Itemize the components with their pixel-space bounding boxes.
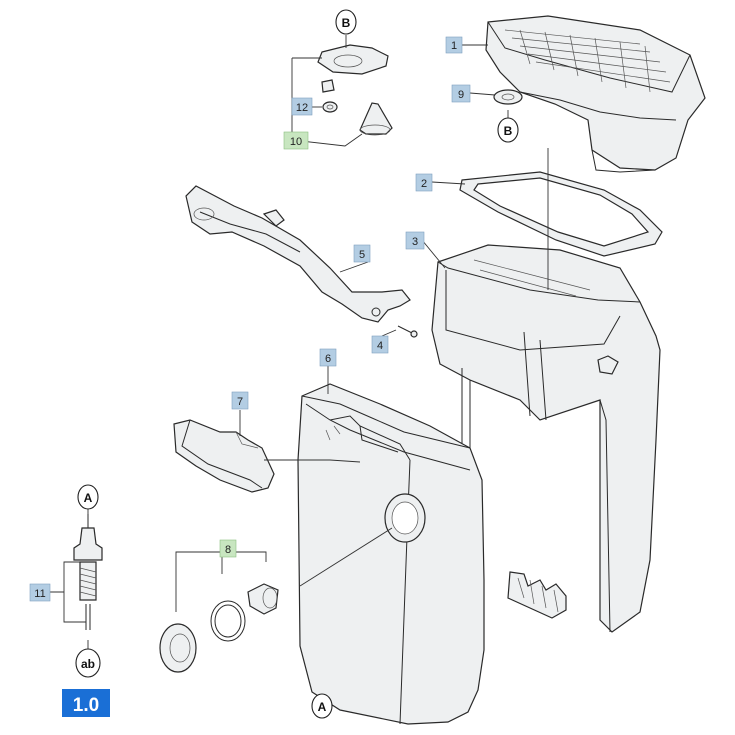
part-8-outlet-assembly (159, 583, 279, 673)
part-tag-10[interactable]: 10 (283, 131, 309, 150)
svg-text:9: 9 (458, 89, 464, 101)
part-11-valve (73, 514, 103, 630)
part-tag-3[interactable]: 3 (405, 231, 425, 250)
svg-text:3: 3 (412, 236, 418, 248)
svg-text:5: 5 (359, 249, 365, 261)
connector-marker-a-valve: A (77, 484, 99, 510)
svg-text:B: B (342, 16, 351, 30)
part-tag-4[interactable]: 4 (371, 335, 389, 354)
svg-text:6: 6 (325, 353, 331, 365)
svg-text:11: 11 (34, 588, 45, 600)
part-2-gasket (459, 171, 663, 257)
svg-text:10: 10 (290, 136, 302, 148)
part-10-cover-assembly (317, 44, 393, 136)
part-tag-12[interactable]: 12 (291, 97, 313, 116)
part-4-screw (397, 325, 418, 338)
svg-text:ab: ab (81, 657, 95, 671)
part-tag-6[interactable]: 6 (319, 348, 337, 367)
part-12-nut (322, 101, 338, 113)
svg-text:A: A (318, 700, 327, 714)
part-tag-9[interactable]: 9 (451, 84, 471, 103)
svg-text:2: 2 (421, 178, 427, 190)
svg-text:1: 1 (451, 40, 457, 52)
connector-marker-b-plug: B (497, 117, 519, 143)
connector-marker-ab: ab (75, 648, 101, 678)
connector-marker-a-bottom: A (311, 693, 333, 719)
svg-text:12: 12 (296, 102, 308, 114)
part-6-front-housing (297, 383, 485, 725)
part-1-lid (485, 15, 706, 173)
part-5-handle (185, 185, 411, 323)
connector-marker-b-top: B (335, 9, 357, 35)
part-7-grip (173, 419, 275, 493)
part-tag-7[interactable]: 7 (231, 391, 249, 410)
svg-text:A: A (84, 491, 93, 505)
part-tag-11[interactable]: 11 (29, 583, 51, 602)
part-3-container (431, 244, 661, 633)
svg-text:8: 8 (225, 544, 231, 556)
part-tag-1[interactable]: 1 (445, 36, 463, 54)
svg-text:4: 4 (377, 340, 383, 352)
part-9-seal (493, 89, 523, 105)
part-tag-8[interactable]: 8 (219, 539, 237, 558)
svg-text:7: 7 (237, 396, 243, 408)
part-tag-2[interactable]: 2 (415, 173, 433, 192)
version-badge: 1.0 (62, 689, 110, 717)
part-tag-5[interactable]: 5 (353, 244, 371, 263)
svg-text:1.0: 1.0 (73, 695, 99, 716)
svg-text:B: B (504, 124, 513, 138)
leader-lines (50, 35, 549, 710)
